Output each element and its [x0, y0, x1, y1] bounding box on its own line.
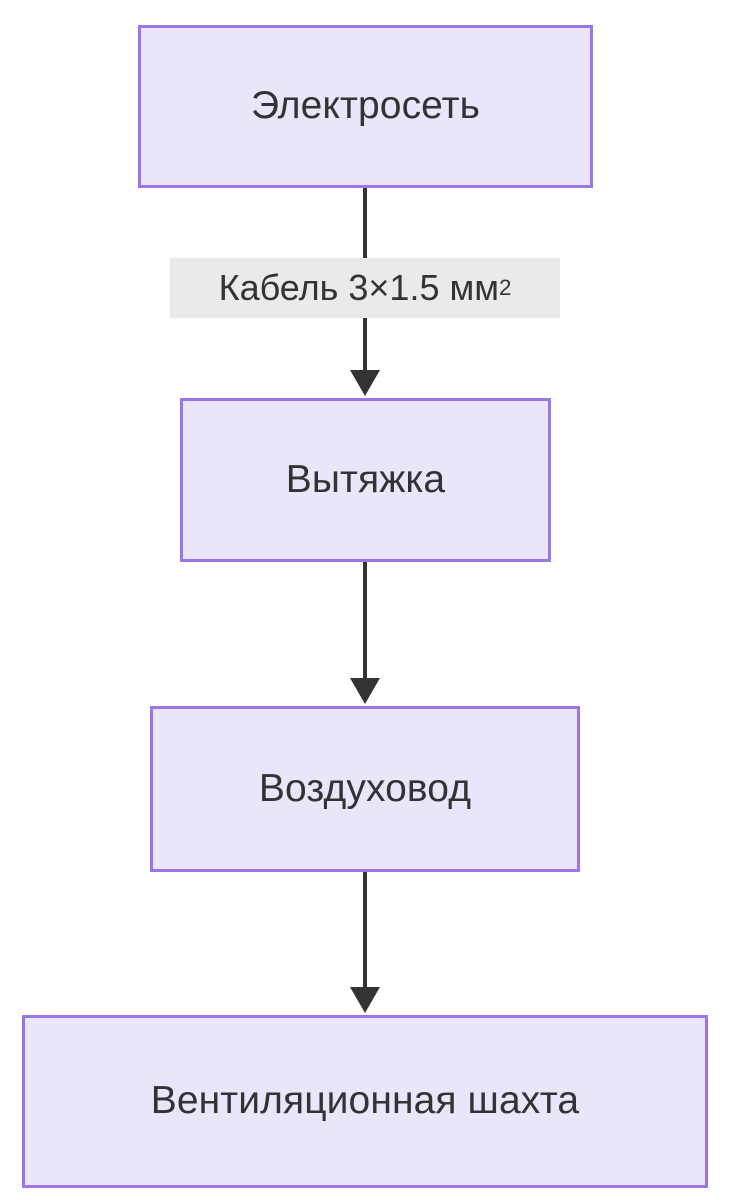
node-shaft-label: Вентиляционная шахта [150, 1079, 580, 1123]
node-shaft[interactable]: Вентиляционная шахта [22, 1015, 708, 1188]
arrowhead-icon-power-hood [350, 370, 380, 396]
node-power-label: Электросеть [250, 84, 481, 128]
edge-label-cable-text: Кабель 3×1.5 мм [218, 267, 499, 308]
arrowhead-icon-hood-duct [350, 678, 380, 704]
node-hood[interactable]: Вытяжка [180, 398, 551, 562]
node-hood-label: Вытяжка [285, 457, 446, 501]
node-power[interactable]: Электросеть [138, 25, 593, 188]
node-duct[interactable]: Воздуховод [150, 706, 580, 872]
arrowhead-icon-duct-shaft [350, 987, 380, 1013]
node-duct-label: Воздуховод [258, 766, 472, 810]
